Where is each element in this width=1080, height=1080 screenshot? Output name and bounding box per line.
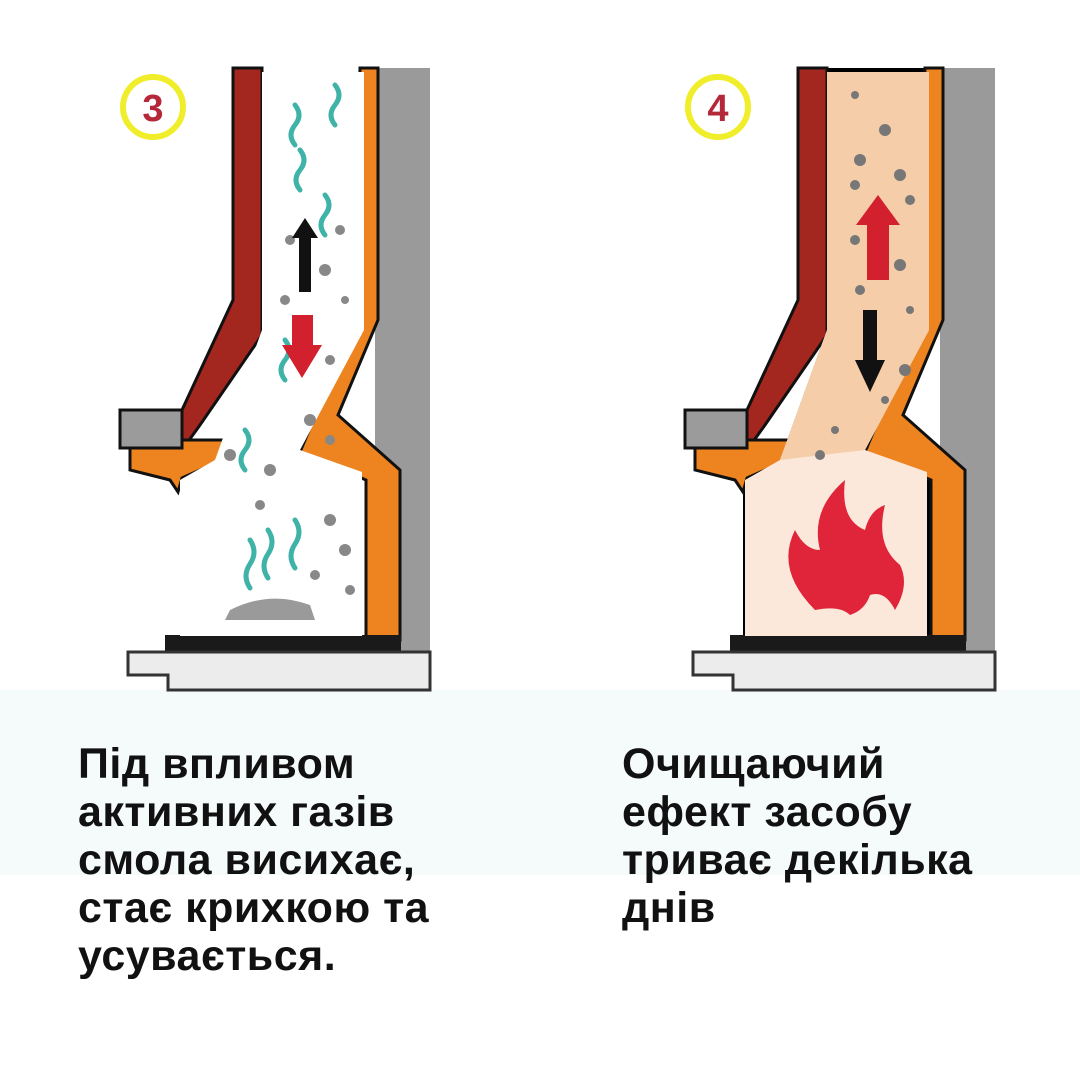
step-number: 4 [707,88,728,130]
fireplace-step-3: 3 [118,66,432,692]
step-3-caption: Під впливом активних газів смола висихає… [78,740,429,980]
caption-line: Очищаючий [622,740,885,788]
soot-particles-icon [815,91,915,460]
caption-line: триває декілька [622,836,973,884]
flame-icon [788,480,904,615]
arrow-up-icon [856,195,900,280]
caption-band [0,690,1080,875]
caption-line: активних газів [78,788,395,836]
fireplace-step-4: 4 [683,66,997,692]
caption-line: Під впливом [78,740,356,788]
step-3-badge: 3 [120,74,186,140]
caption-line: смола висихає, [78,836,416,884]
step-number: 3 [142,88,163,130]
soot-particles-icon [224,225,355,595]
step-4-caption: Очищаючий ефект засобу триває декілька д… [622,740,973,932]
caption-line: ефект засобу [622,788,913,836]
caption-line: днів [622,884,716,932]
arrow-down-icon [282,315,322,378]
arrow-down-icon [855,310,885,392]
caption-line: усувається. [78,932,337,980]
step-4-badge: 4 [685,74,751,140]
arrow-up-icon [292,218,318,292]
caption-line: стає крихкою та [78,884,430,932]
